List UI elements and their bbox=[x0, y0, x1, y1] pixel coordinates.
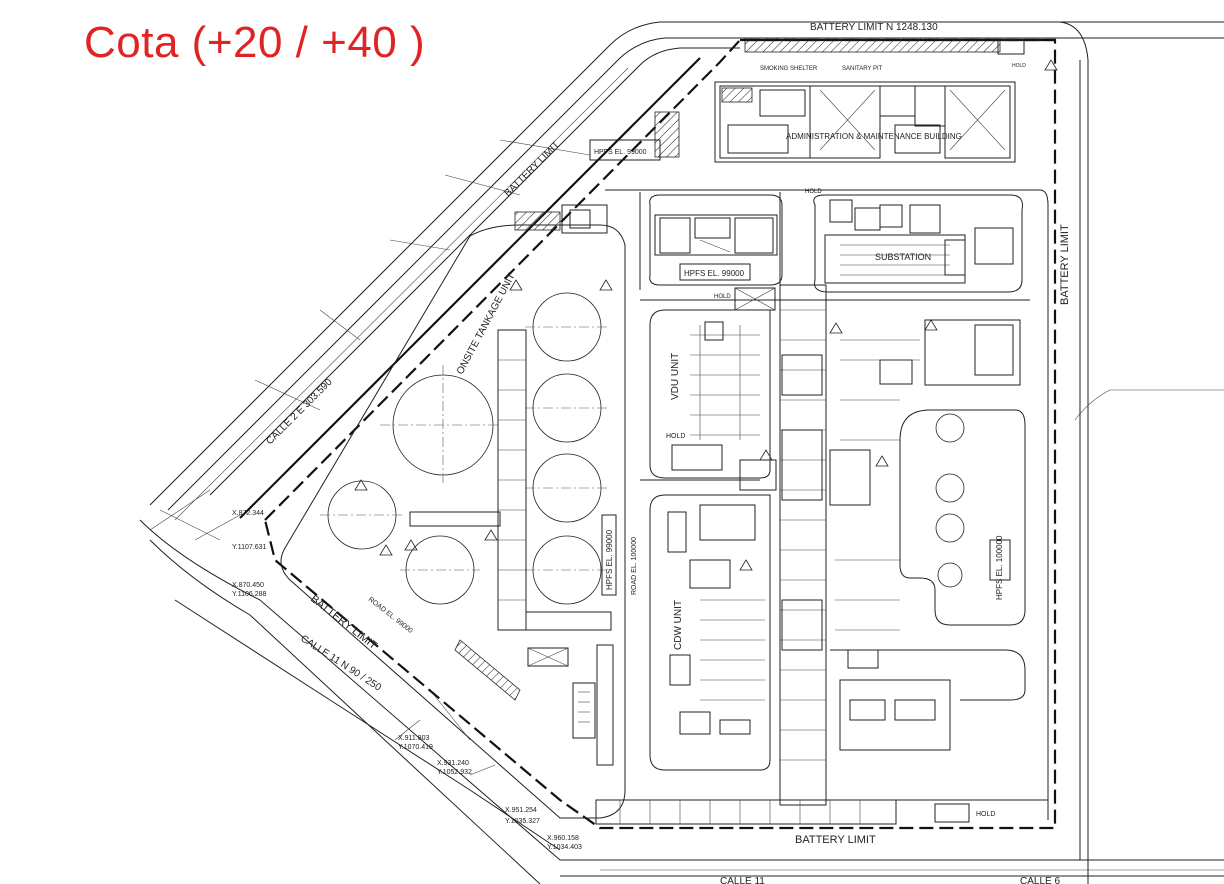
svg-text:Y.1106.288: Y.1106.288 bbox=[232, 591, 266, 598]
street-calle-11 bbox=[139, 519, 1224, 884]
svg-text:X.872.344: X.872.344 bbox=[232, 510, 264, 517]
svg-text:Y.1052.932: Y.1052.932 bbox=[437, 769, 472, 776]
hold-label-top: HOLD bbox=[1012, 63, 1026, 69]
hpfs-label-2: HPFS EL. 99000 bbox=[684, 269, 745, 278]
svg-text:Y.1035.327: Y.1035.327 bbox=[505, 818, 540, 825]
gate-building bbox=[514, 204, 608, 234]
road-sweep-lines bbox=[149, 139, 591, 741]
hold-label-substation: HOLD bbox=[805, 189, 822, 195]
central-pipe-rack bbox=[734, 284, 871, 806]
vdu-unit-label: VDU UNIT bbox=[670, 353, 681, 400]
hpfs-label-4: HPFS EL. 100000 bbox=[995, 535, 1004, 600]
smoking-shelter-label: SMOKING SHELTER bbox=[760, 66, 818, 72]
admin-building-label: ADMINISTRATION & MAINTENANCE BUILDING bbox=[786, 132, 962, 141]
substation-label: SUBSTATION bbox=[875, 252, 931, 262]
street-calle-2 bbox=[149, 21, 1224, 521]
road-elevation-label-1: ROAD EL. 99000 bbox=[367, 596, 414, 635]
battery-limit-hatch-strip bbox=[744, 37, 1001, 53]
vdu-unit bbox=[649, 309, 777, 491]
coordinate-callout-5: X.951.254 Y.1035.327 bbox=[505, 807, 540, 825]
svg-text:X.960.158: X.960.158 bbox=[547, 835, 579, 842]
svg-text:Y.1070.419: Y.1070.419 bbox=[398, 744, 433, 751]
coordinate-callout-2: X.870.450 Y.1106.288 bbox=[232, 582, 266, 598]
calle-bottom-label: CALLE 11 bbox=[720, 876, 765, 884]
bottom-pipe-rack bbox=[595, 799, 970, 825]
coordinate-callout-1: X.872.344 Y.1107.631 bbox=[194, 510, 266, 551]
battery-limit-right-label: BATTERY LIMIT bbox=[1059, 224, 1071, 305]
battery-limit-bottom-label: BATTERY LIMIT bbox=[795, 834, 876, 846]
svg-text:X.931.240: X.931.240 bbox=[437, 760, 469, 767]
hold-label-vdu: HOLD bbox=[666, 433, 685, 440]
hold-label-rack: HOLD bbox=[714, 294, 731, 300]
admin-building bbox=[714, 81, 1016, 163]
substation bbox=[813, 194, 1023, 293]
coordinate-callout-4: X.931.240 Y.1052.932 bbox=[437, 760, 496, 776]
svg-text:X.870.450: X.870.450 bbox=[232, 582, 264, 589]
calle-bottom-right-label: CALLE 6 bbox=[1020, 876, 1060, 884]
svg-text:X.911.803: X.911.803 bbox=[398, 735, 430, 742]
hold-label-bottom: HOLD bbox=[976, 811, 995, 818]
cdw-unit-label: CDW UNIT bbox=[673, 600, 684, 650]
svg-text:Y.1034.403: Y.1034.403 bbox=[547, 844, 582, 851]
coordinate-callout-6: X.960.158 Y.1034.403 bbox=[547, 835, 582, 851]
street-east bbox=[1059, 21, 1224, 884]
battery-limit-line bbox=[239, 38, 1057, 830]
warning-triangles bbox=[354, 59, 1058, 571]
coordinate-callout-3: X.911.803 Y.1070.419 bbox=[394, 719, 433, 751]
onsite-tankage-unit bbox=[320, 292, 612, 631]
hpfs-label-1: HPFS EL. 99000 bbox=[594, 149, 647, 156]
battery-limit-top-label: BATTERY LIMIT N 1248.130 bbox=[810, 22, 938, 33]
svg-text:Y.1107.631: Y.1107.631 bbox=[232, 544, 266, 551]
road-elevation-label-2: ROAD EL. 100000 bbox=[631, 537, 638, 595]
hpfs-label-3: HPFS EL. 99000 bbox=[605, 529, 614, 590]
calle-upper-label: CALLE 2 E 303.590 bbox=[264, 377, 335, 448]
hpfs-pad-1 bbox=[589, 139, 661, 161]
svg-text:X.951.254: X.951.254 bbox=[505, 807, 537, 814]
hpfs-pad-3 bbox=[601, 514, 617, 596]
battery-limit-diag-upper-label: BATTERY LIMIT bbox=[502, 139, 562, 199]
drawing-title: Cota (+20 / +40 ) bbox=[84, 18, 426, 67]
hold-box-top bbox=[997, 39, 1025, 55]
truck-loading-area bbox=[454, 639, 614, 766]
sanitary-pit-label: SANITARY PIT bbox=[842, 66, 883, 72]
onsite-tankage-label: ONSITE TANKAGE UNIT bbox=[455, 271, 518, 376]
cdw-unit bbox=[649, 494, 771, 771]
east-process-area bbox=[830, 319, 1026, 751]
control-building bbox=[649, 194, 783, 286]
parking-hatch bbox=[654, 111, 680, 158]
